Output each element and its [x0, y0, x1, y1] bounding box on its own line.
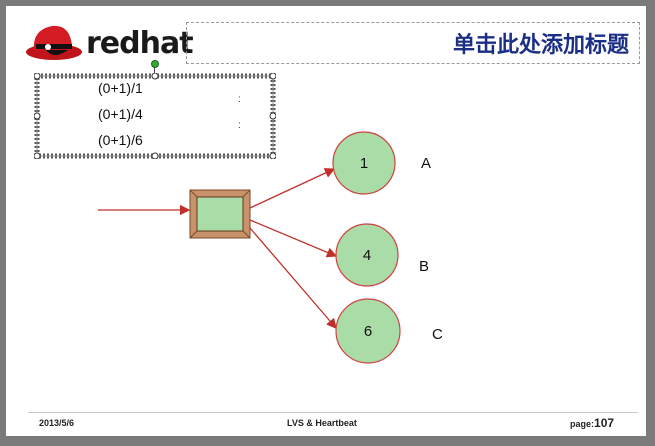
colon-mark: : — [238, 94, 241, 105]
footer-divider — [28, 412, 638, 413]
colon-mark: : — [238, 120, 241, 131]
node-number: 1 — [360, 155, 368, 172]
footer-page: page:107 — [570, 416, 614, 430]
resize-handle-top-right[interactable] — [269, 73, 276, 80]
shadowman-icon — [26, 25, 82, 60]
rotate-handle-stem — [154, 65, 155, 73]
resize-handle-top[interactable] — [151, 73, 159, 80]
resize-handle-top-left[interactable] — [34, 73, 41, 80]
footer-date: 2013/5/6 — [39, 418, 75, 428]
node-letter-c: C — [432, 326, 443, 343]
slide: redhat 单击此处添加标题 (0+1)/1 (0+1)/4 (0+1)/6 … — [6, 6, 646, 436]
page-number: 107 — [594, 416, 615, 430]
node-number: 6 — [364, 323, 372, 340]
resize-handle-bottom-left[interactable] — [34, 152, 41, 159]
resize-handle-bottom-right[interactable] — [269, 152, 276, 159]
redhat-logo — [24, 16, 184, 64]
node-letter-a: A — [421, 155, 431, 172]
arrow-to-node-6 — [249, 227, 337, 329]
selected-text-box[interactable] — [34, 73, 276, 159]
server-node-1[interactable]: 1 — [332, 131, 396, 195]
node-letter-b: B — [419, 258, 429, 275]
title-placeholder[interactable]: 单击此处添加标题 — [186, 22, 640, 64]
rotate-handle[interactable] — [151, 60, 159, 68]
slide-title[interactable]: 单击此处添加标题 — [452, 33, 629, 58]
ratio-line-3[interactable]: (0+1)/6 — [98, 132, 143, 148]
scheduler-box[interactable] — [189, 189, 251, 239]
page-label: page: — [570, 419, 595, 429]
load-balancing-diagram: 1 4 6 A B C — [98, 131, 443, 364]
server-node-6[interactable]: 6 — [335, 298, 401, 364]
ratio-line-2[interactable]: (0+1)/4 — [98, 106, 143, 122]
node-number: 4 — [363, 247, 371, 264]
ratio-line-1[interactable]: (0+1)/1 — [98, 80, 143, 96]
arrow-to-node-1 — [249, 168, 336, 209]
resize-handle-right[interactable] — [269, 112, 276, 120]
resize-handle-bottom[interactable] — [151, 152, 159, 159]
server-node-4[interactable]: 4 — [335, 223, 399, 287]
brand-wordmark: redhat — [86, 26, 194, 61]
footer-title: LVS & Heartbeat — [287, 418, 357, 428]
arrow-to-node-4 — [249, 219, 338, 258]
resize-handle-left[interactable] — [34, 112, 41, 120]
